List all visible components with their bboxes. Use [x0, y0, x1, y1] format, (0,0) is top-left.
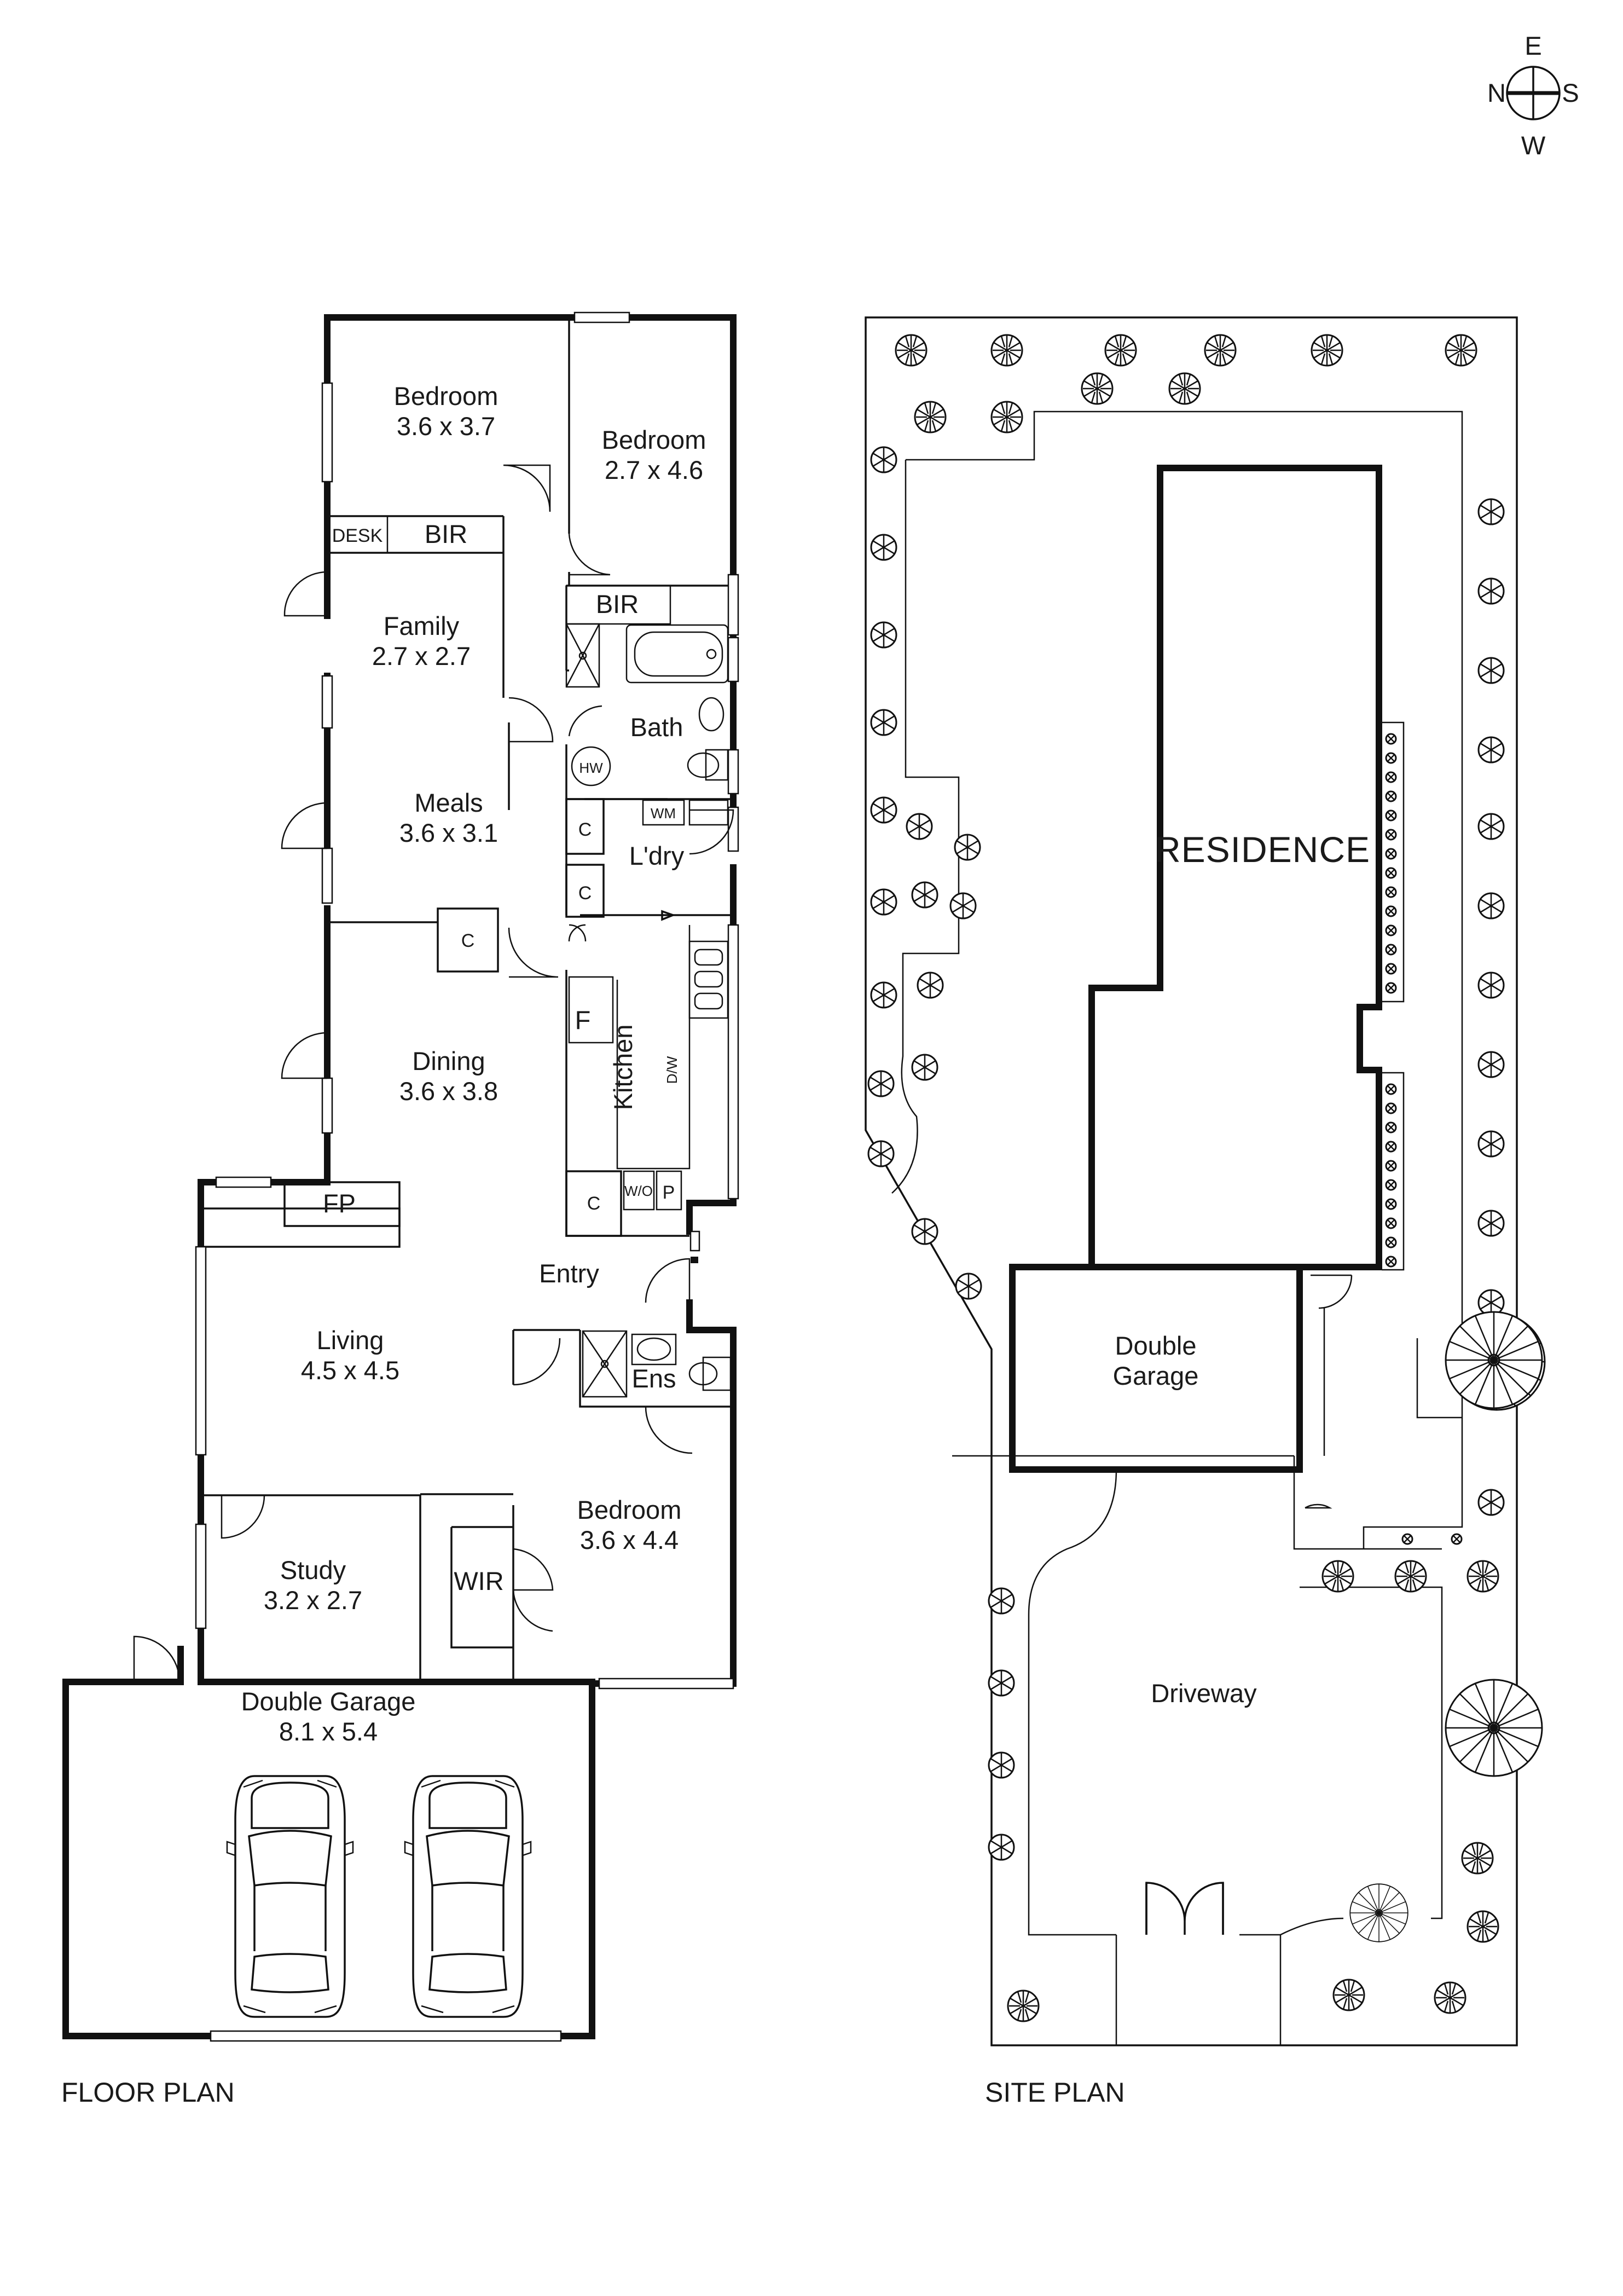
meals-size: 3.6 x 3.1: [399, 818, 498, 847]
fireplace-label: FP: [323, 1189, 356, 1218]
bedroom3-name: Bedroom: [577, 1495, 682, 1524]
bedroom2-name: Bedroom: [602, 425, 706, 454]
driveway-label: Driveway: [1151, 1679, 1257, 1708]
site-garage-line2: Garage: [1113, 1361, 1199, 1390]
living-name: Living: [317, 1326, 384, 1355]
compass-west: W: [1521, 131, 1546, 160]
dishwasher-label: D/W: [664, 1056, 680, 1084]
laundry-cupboard-2: C: [578, 883, 592, 904]
meals-cupboard: C: [461, 930, 475, 951]
wm-label: WM: [651, 805, 676, 822]
car-icon: [404, 1775, 532, 2018]
kitchen-label: Kitchen: [608, 1025, 637, 1111]
bedroom2-size: 2.7 x 4.6: [605, 455, 703, 484]
floor-plan: Bedroom 3.6 x 3.7 Bedroom 2.7 x 4.6 DESK…: [61, 311, 739, 2108]
fridge-label: F: [575, 1005, 591, 1034]
dining-size: 3.6 x 3.8: [399, 1077, 498, 1106]
dining-name: Dining: [412, 1046, 485, 1075]
hw-label: HW: [579, 760, 603, 776]
garage-name: Double Garage: [241, 1687, 416, 1716]
desk-label: DESK: [332, 525, 383, 546]
bedroom1-name: Bedroom: [394, 381, 499, 410]
compass-east: E: [1525, 31, 1541, 60]
bedroom3-size: 3.6 x 4.4: [580, 1525, 679, 1554]
wir-label: WIR: [454, 1566, 503, 1595]
bir1-label: BIR: [425, 519, 467, 548]
compass-north: N: [1487, 78, 1506, 107]
study-size: 3.2 x 2.7: [264, 1586, 362, 1615]
tree-icon: [1445, 1311, 1543, 1409]
bath-label: Bath: [630, 713, 683, 742]
floor-plan-caption: FLOOR PLAN: [61, 2077, 235, 2108]
compass: E N S W: [1487, 31, 1579, 160]
tree-icon: [867, 334, 1546, 2022]
bedroom1-size: 3.6 x 3.7: [397, 412, 495, 441]
laundry-cupboard-1: C: [578, 819, 592, 840]
laundry-label: L'dry: [629, 841, 685, 870]
site-garage-line1: Double: [1115, 1331, 1197, 1360]
living-size: 4.5 x 4.5: [301, 1356, 399, 1385]
family-size: 2.7 x 2.7: [372, 641, 471, 670]
site-plan-caption: SITE PLAN: [985, 2077, 1125, 2108]
ensuite-label: Ens: [632, 1364, 676, 1393]
entry-label: Entry: [539, 1259, 599, 1288]
residence-label: RESIDENCE: [1155, 829, 1370, 870]
tree-icon: [1445, 1679, 1543, 1777]
site-plan: RESIDENCE Double Garage Driveway SITE PL…: [865, 316, 1546, 2108]
study-name: Study: [280, 1555, 346, 1584]
bir2-label: BIR: [596, 589, 639, 618]
tree-icon: [1349, 1883, 1408, 1942]
garage-size: 8.1 x 5.4: [279, 1717, 378, 1746]
pantry-label: P: [663, 1182, 675, 1203]
car-icon: [226, 1775, 354, 2018]
meals-name: Meals: [414, 788, 483, 817]
family-name: Family: [384, 611, 460, 640]
kitchen-cupboard: C: [587, 1193, 601, 1214]
compass-south: S: [1562, 78, 1579, 107]
wall-oven-label: W/O: [624, 1183, 653, 1199]
